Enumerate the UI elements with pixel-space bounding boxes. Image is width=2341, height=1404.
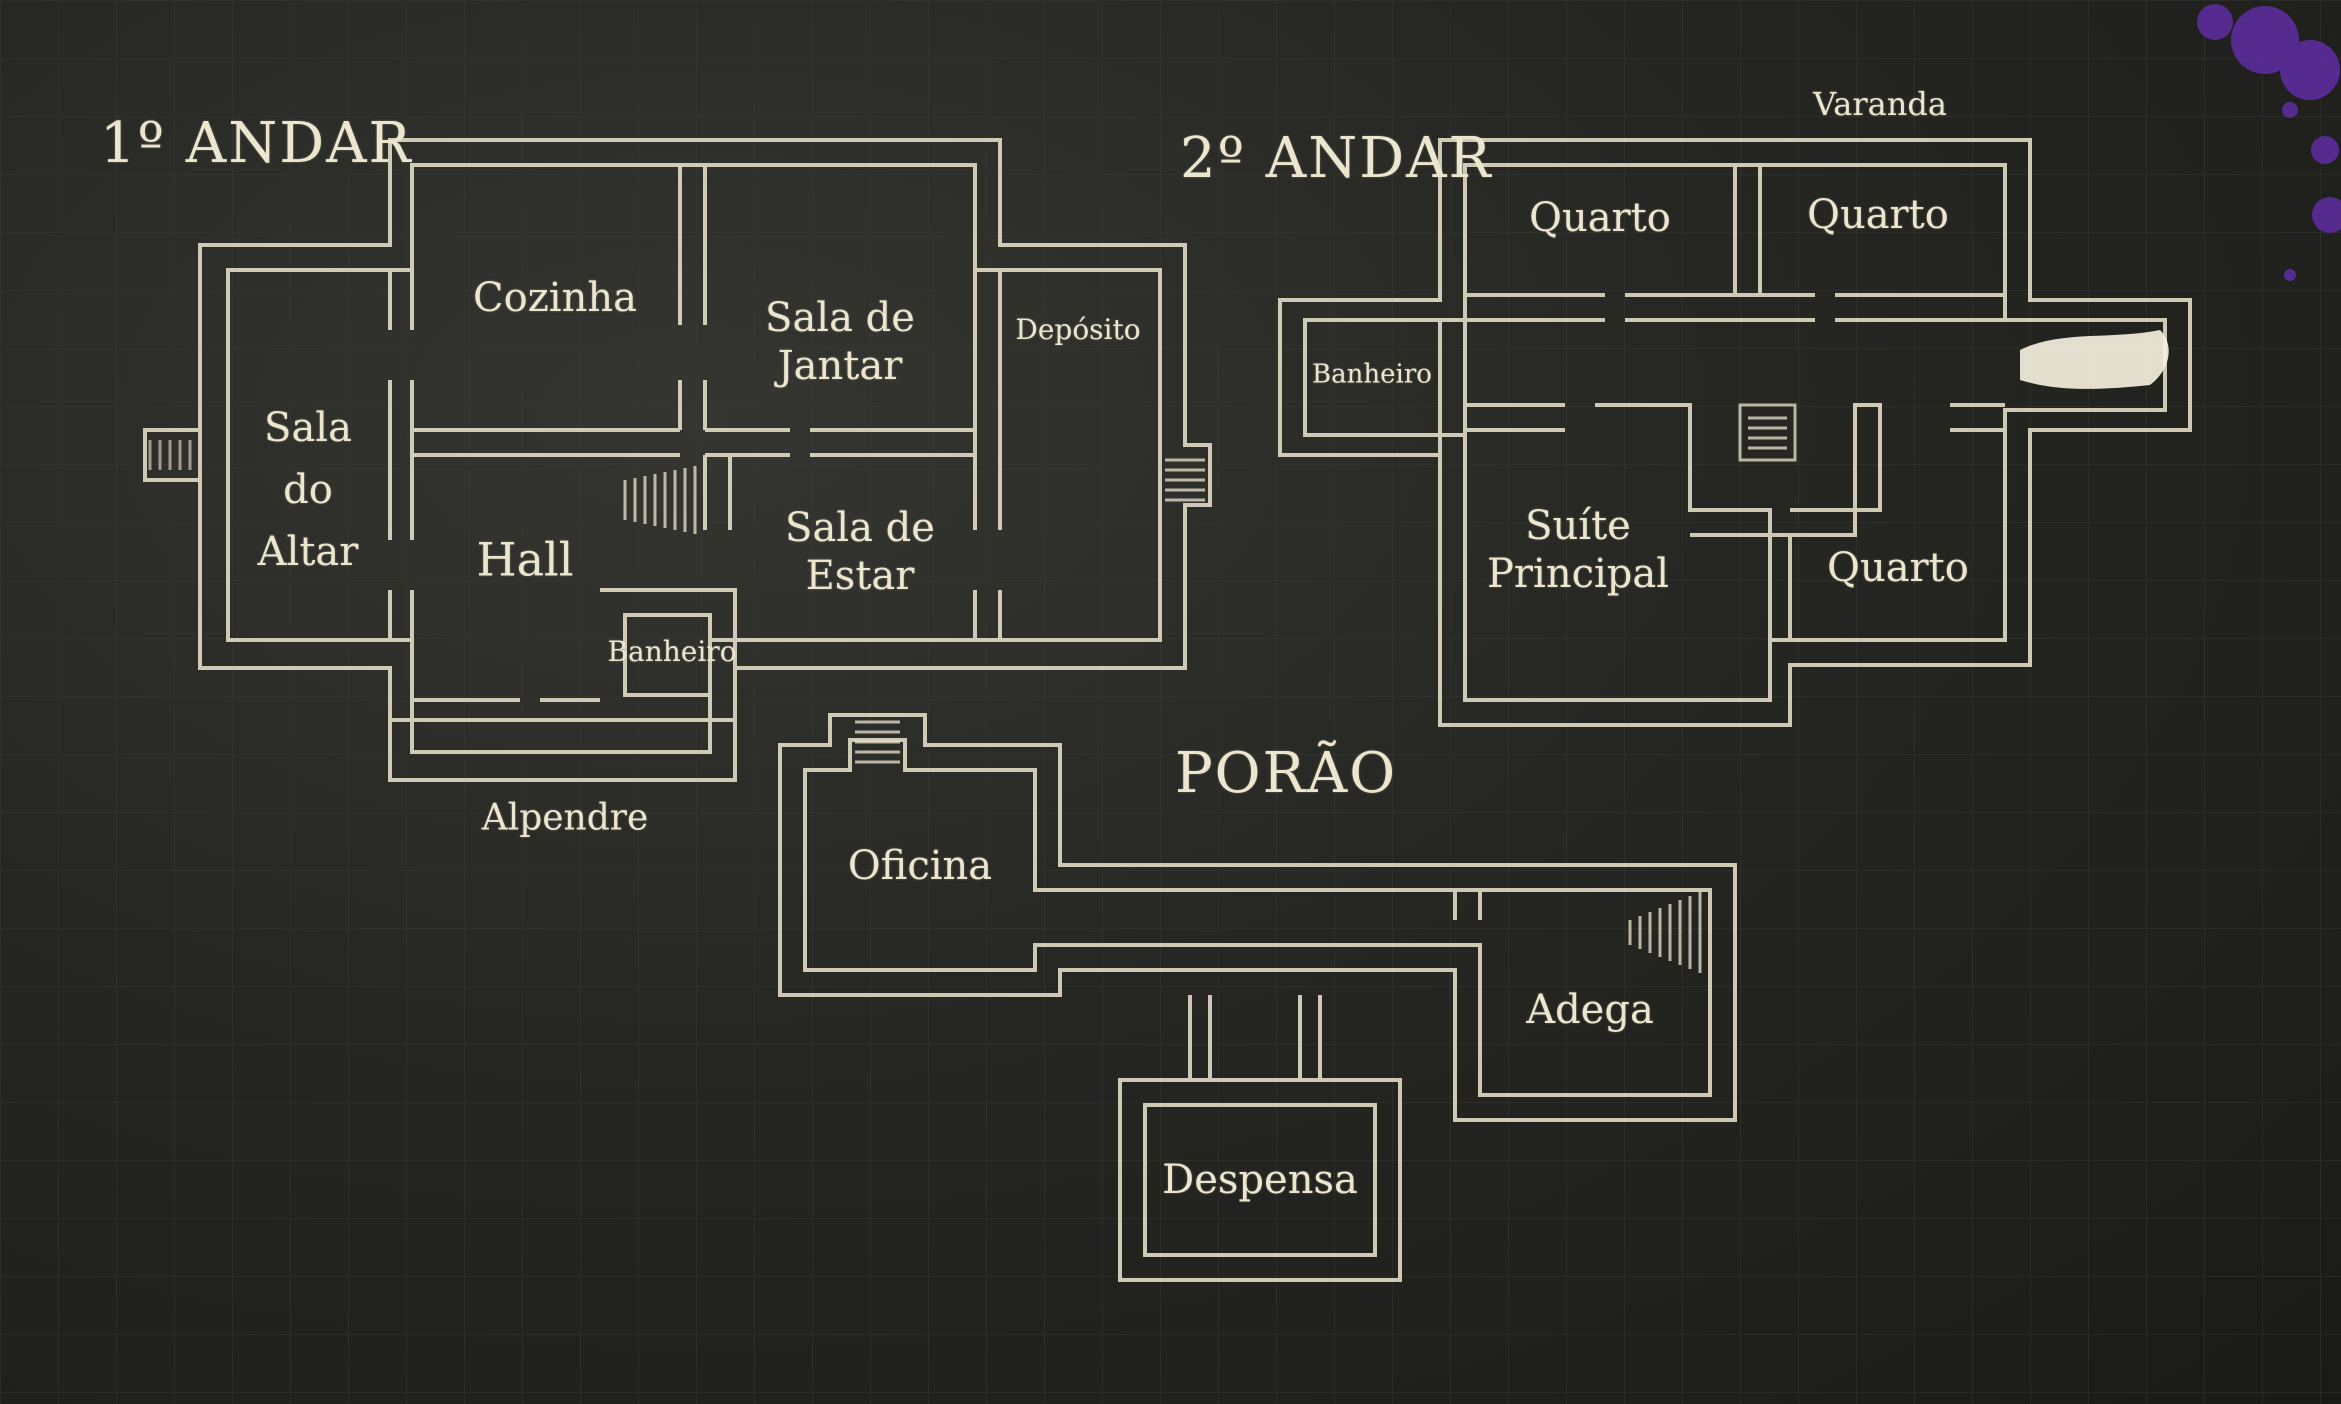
floor-title-second: 2º ANDAR (1180, 126, 1493, 191)
room-cozinha[interactable]: Cozinha (473, 275, 637, 321)
second-floor-walls (1278, 138, 2192, 727)
stairs-icon (855, 720, 900, 764)
room-banheiro-second[interactable]: Banheiro (1312, 359, 1432, 390)
stairs-icon (1165, 458, 1205, 502)
chalk-smudge-icon (2020, 330, 2169, 389)
room-sala-altar[interactable]: Sala do Altar (257, 405, 359, 575)
room-suite-principal[interactable]: Suíte Principal (1486, 503, 1670, 597)
room-quarto-2[interactable]: Quarto (1807, 192, 1949, 238)
floor-title-first: 1º ANDAR (100, 111, 413, 176)
stairs-icon (623, 466, 697, 534)
basement-walls (778, 713, 1737, 1282)
stairs-icon (148, 440, 192, 470)
room-quarto-3[interactable]: Quarto (1827, 545, 1969, 591)
room-despensa[interactable]: Despensa (1162, 1157, 1358, 1203)
room-alpendre[interactable]: Alpendre (481, 797, 649, 839)
room-sala-estar[interactable]: Sala de Estar (785, 505, 935, 599)
stairs-icon (1628, 892, 1702, 973)
room-oficina[interactable]: Oficina (847, 843, 993, 889)
room-banheiro-first[interactable]: Banheiro (607, 635, 737, 669)
room-sala-jantar[interactable]: Sala de Jantar (765, 295, 915, 389)
room-adega[interactable]: Adega (1526, 987, 1654, 1033)
first-floor-walls (143, 138, 1212, 782)
room-varanda[interactable]: Varanda (1813, 84, 1947, 123)
room-hall[interactable]: Hall (476, 532, 574, 587)
paint-splash-icon (2197, 4, 2341, 281)
room-quarto-1[interactable]: Quarto (1529, 195, 1671, 241)
room-deposito[interactable]: Depósito (1015, 313, 1141, 347)
stairs-icon (1738, 403, 1797, 462)
floor-title-basement: PORÃO (1175, 741, 1398, 806)
